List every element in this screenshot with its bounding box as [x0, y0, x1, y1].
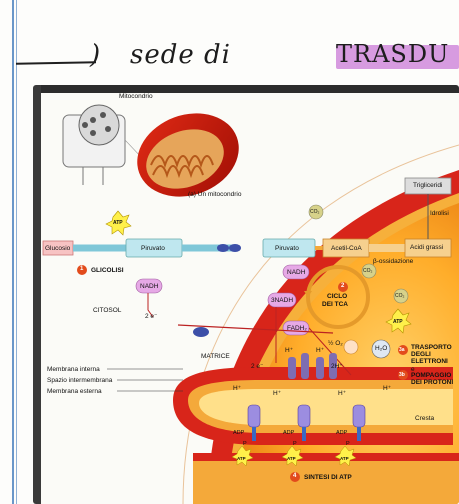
label-h-plus-6: H⁺ [383, 385, 391, 392]
label-o2: ½ O₂ [328, 340, 343, 347]
label-atp-glicolisi: ATP [113, 220, 123, 227]
label-acidi-grassi: Acidi grassi [410, 244, 443, 251]
label-acetil-coa: Acetil-CoA [331, 245, 362, 252]
label-dei-tca: DEI TCA [322, 301, 348, 308]
label-nadh-matrix: NADH [287, 269, 305, 276]
label-h-plus-5: H⁺ [338, 390, 346, 397]
figure: Mitocondrio (a) Un mitocondrio Triglicer… [33, 85, 459, 504]
label-p-1: P [243, 441, 247, 448]
badge-2: 2 [341, 283, 344, 290]
label-electrons: 2 e⁻ [145, 313, 157, 320]
label-mitocondrio: Mitocondrio [119, 93, 153, 100]
label-h-plus-3: H⁺ [233, 385, 241, 392]
label-adp-1: ADP [233, 430, 244, 437]
label-membrana-esterna: Membrana esterna [47, 388, 102, 395]
label-co2-right: CO₂ [395, 293, 404, 300]
label-h-plus-4: H⁺ [273, 390, 281, 397]
badge-3b: 3b [399, 372, 405, 379]
label-electrons-2: 2 e⁻ [251, 363, 263, 370]
label-ciclo: CICLO [327, 293, 347, 300]
label-elettroni: ELETTRONI [411, 358, 448, 365]
label-trasporto: TRASPORTO [411, 344, 452, 351]
label-piruvato-cytosol: Piruvato [141, 245, 165, 252]
label-p-3: P [346, 441, 350, 448]
handwritten-dash [16, 61, 96, 64]
label-h-plus-1: H⁺ [285, 347, 293, 354]
label-nadh-cytosol: NADH [140, 283, 158, 290]
label-caption: (a) Un mitocondrio [188, 191, 241, 198]
label-atp-bottom-3: ATP [340, 455, 349, 462]
label-h-plus-2: H⁺ [316, 347, 324, 354]
label-dei-protoni: DEI PROTONI [411, 379, 453, 386]
handwritten-highlighted-text: TRASDU [336, 40, 449, 68]
label-2h: 2H⁺ [331, 363, 343, 370]
cell-sketch [63, 105, 125, 185]
label-spazio-intermembrana: Spazio intermembrana [47, 377, 112, 384]
handwritten-text: sede di [130, 40, 231, 70]
label-degli: DEGLI [411, 351, 431, 358]
label-matrice: MATRICE [201, 353, 230, 360]
handwritten-arrow: ) [90, 40, 100, 70]
label-p-2: P [293, 441, 297, 448]
badge-1: 1 [80, 266, 83, 273]
badge-3a: 3a [399, 347, 405, 354]
label-adp-2: ADP [283, 430, 294, 437]
label-co2-mid: CO₂ [363, 268, 372, 275]
label-cresta: Cresta [415, 415, 434, 422]
label-3nadh: 3NADH [271, 297, 293, 304]
label-trigliceridi: Trigliceridi [413, 182, 442, 189]
label-pompaggio: POMPAGGIO [411, 372, 451, 379]
label-citosol: CITOSOL [93, 307, 121, 314]
label-beta-ossidazione: β-ossidazione [373, 258, 413, 265]
label-piruvato-matrix: Piruvato [275, 245, 299, 252]
label-glicolisi: GLICOLISI [91, 267, 124, 274]
label-adp-3: ADP [336, 430, 347, 437]
margin-line [12, 0, 14, 504]
label-co2-top: CO₂ [310, 209, 319, 216]
label-atp-bottom-1: ATP [237, 455, 246, 462]
label-atp-tca: ATP [393, 319, 403, 326]
margin-line [16, 0, 17, 504]
label-idrolisi: Idrolisi [430, 210, 449, 217]
label-glucosio: Glucosio [45, 245, 70, 252]
label-atp-bottom-2: ATP [287, 455, 296, 462]
label-sintesi-atp: SINTESI DI ATP [304, 474, 352, 481]
label-fadh2: FADH₂ [287, 325, 307, 332]
label-membrana-interna: Membrana interna [47, 366, 100, 373]
badge-4: 4 [293, 473, 296, 480]
label-h2o: H₂O [375, 345, 387, 352]
